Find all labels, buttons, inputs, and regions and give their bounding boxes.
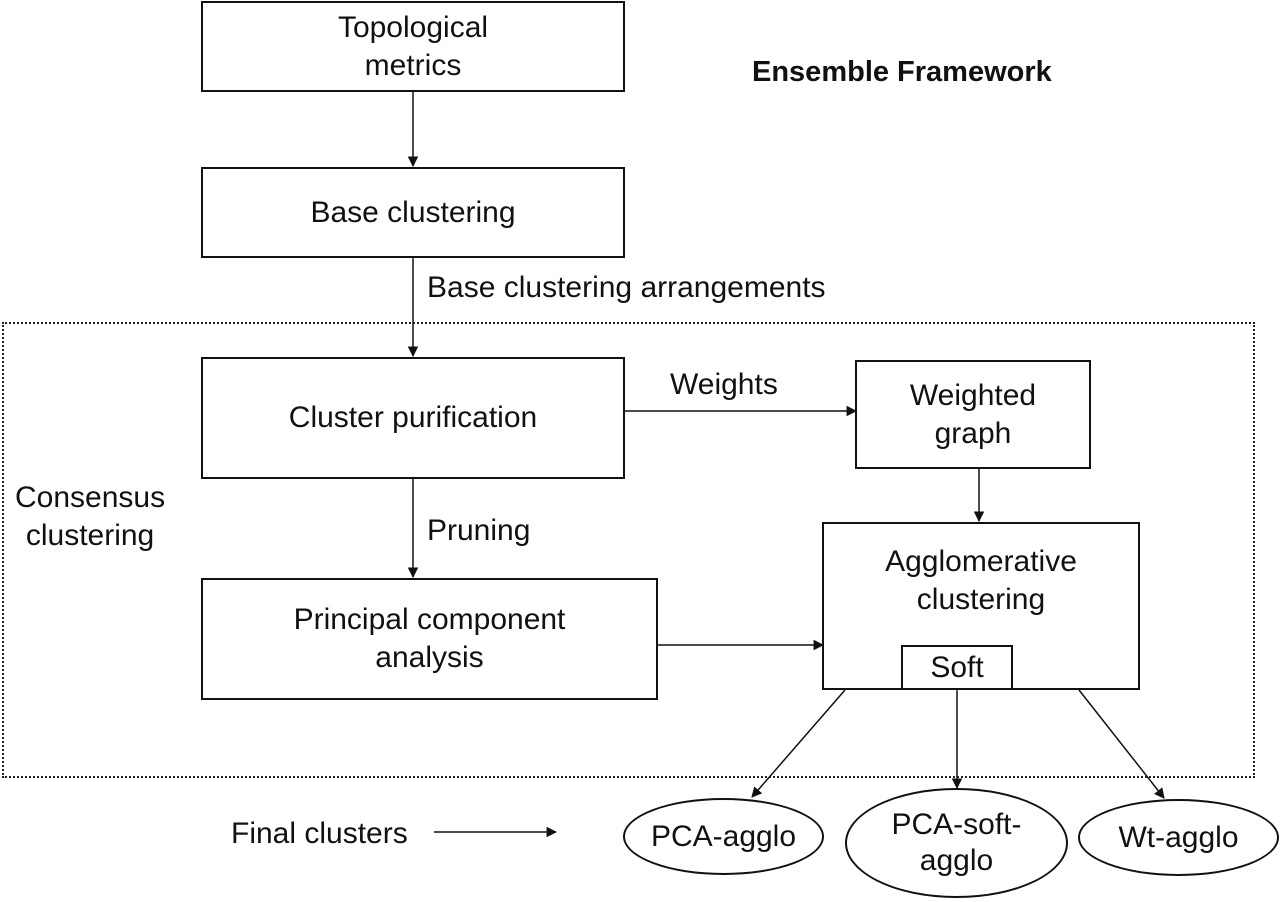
- weighted-graph-box: Weighted graph: [855, 360, 1091, 469]
- consensus-label-line1: Consensus: [15, 481, 166, 514]
- weighted-graph-line1: Weighted: [909, 378, 1037, 412]
- cluster-purification-box: Cluster purification: [201, 357, 625, 479]
- wt-agglo-label: Wt-agglo: [1118, 820, 1239, 854]
- weights-label: Weights: [670, 368, 778, 401]
- cluster-purification-label: Cluster purification: [288, 401, 538, 434]
- pca-agglo-node: PCA-agglo: [623, 798, 824, 875]
- principal-component-analysis-box: Principal component analysis: [201, 578, 658, 700]
- topological-metrics-line2: metrics: [364, 48, 462, 82]
- pca-line1: Principal component: [293, 603, 566, 636]
- pruning-label: Pruning: [427, 514, 531, 547]
- base-clustering-label: Base clustering: [310, 195, 516, 229]
- arrow-agglomerative-to-pca-agglo: [751, 689, 846, 798]
- pca-soft-agglo-node: PCA-soft- agglo: [845, 788, 1068, 898]
- agglomerative-line1: Agglomerative: [885, 545, 1077, 578]
- topological-metrics-box: Topological metrics: [201, 1, 625, 92]
- consensus-label-line2: clustering: [25, 519, 155, 552]
- diagram-title: Ensemble Framework: [752, 56, 1052, 88]
- weighted-graph-line2: graph: [934, 416, 1012, 450]
- consensus-clustering-region: [2, 322, 1255, 778]
- arrow-agglomerative-to-wt-agglo: [1078, 689, 1165, 799]
- base-clustering-arrangements-label: Base clustering arrangements: [427, 271, 826, 304]
- soft-box: Soft: [901, 645, 1013, 690]
- base-clustering-box: Base clustering: [201, 167, 625, 258]
- pca-line2: analysis: [375, 641, 484, 674]
- soft-label: Soft: [930, 650, 984, 684]
- pca-soft-agglo-line1: PCA-soft-: [891, 808, 1022, 841]
- final-clusters-label: Final clusters: [231, 817, 408, 850]
- pca-agglo-label: PCA-agglo: [650, 819, 797, 853]
- wt-agglo-node: Wt-agglo: [1078, 799, 1279, 876]
- agglomerative-line2: clustering: [916, 583, 1046, 616]
- consensus-clustering-label: Consensus clustering: [15, 479, 165, 555]
- topological-metrics-line1: Topological: [337, 10, 489, 44]
- pca-soft-agglo-line2: agglo: [919, 844, 994, 877]
